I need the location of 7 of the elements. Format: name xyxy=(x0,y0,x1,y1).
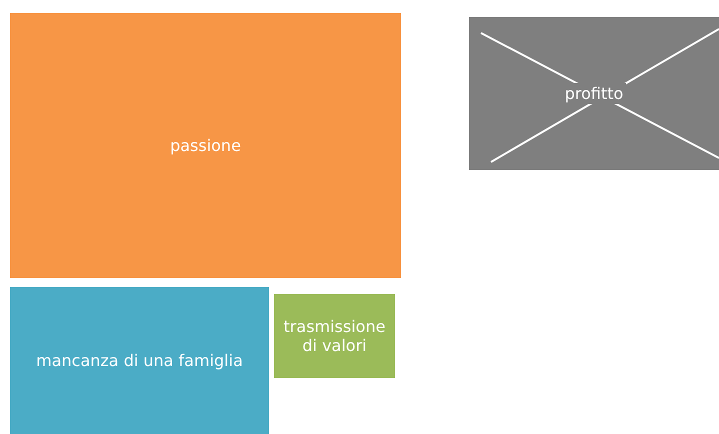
treemap-tile xyxy=(10,13,401,278)
tile-label: mancanza di una famiglia xyxy=(36,351,243,370)
treemap-tile xyxy=(469,17,719,170)
tile-label: trasmissione di valori xyxy=(282,317,386,355)
tile-label: passione xyxy=(170,136,241,155)
treemap-tile xyxy=(274,294,395,378)
treemap-tile xyxy=(10,287,269,434)
